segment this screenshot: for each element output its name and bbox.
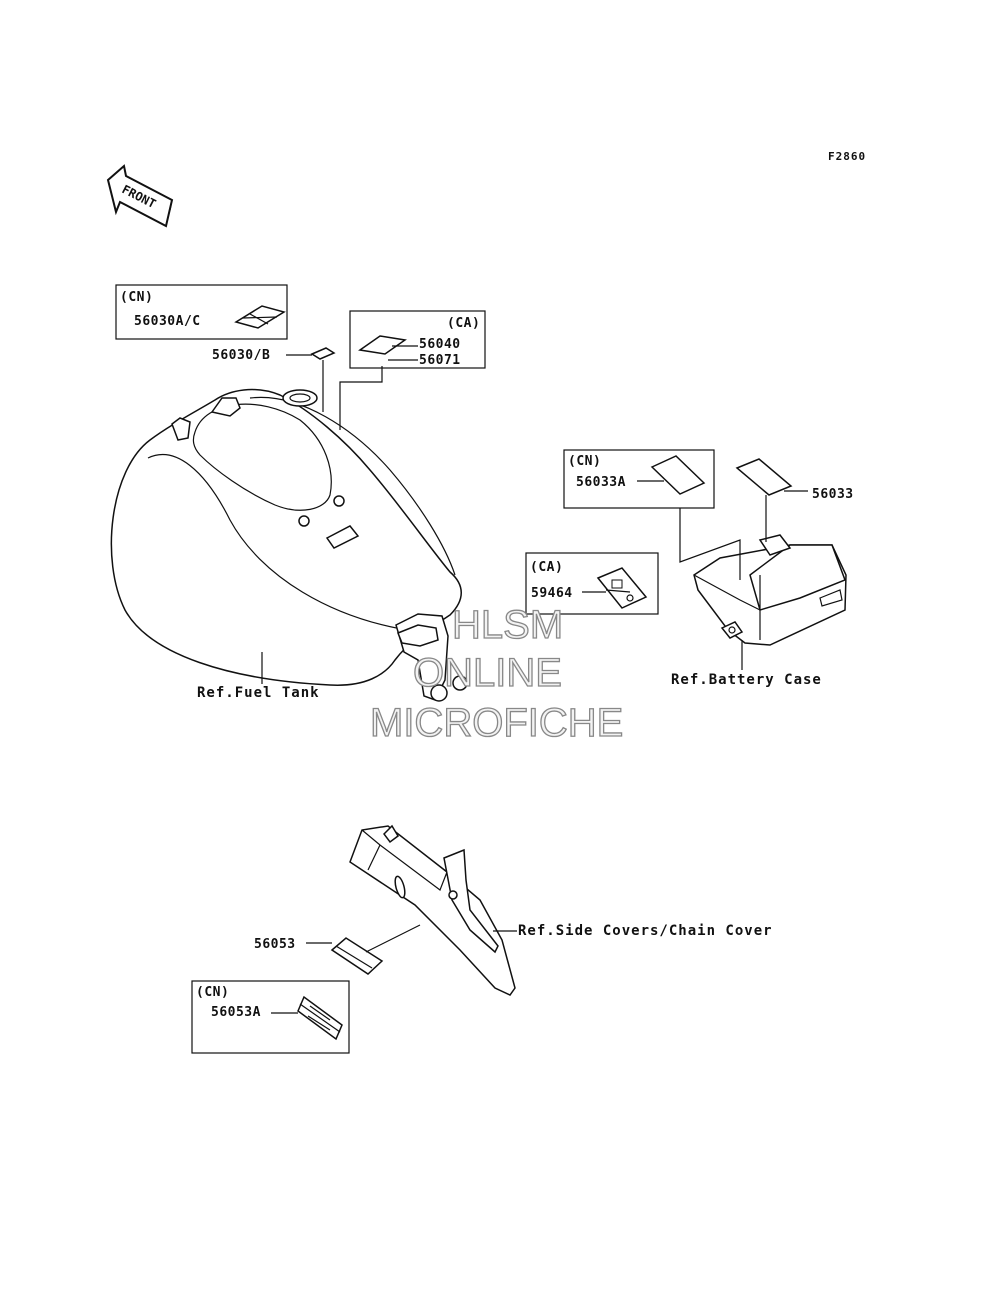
callout-56053a: 56053A: [211, 1005, 261, 1020]
watermark-line3: MICROFICHE: [370, 701, 623, 745]
group-tag-battery-ca: (CA): [530, 560, 563, 575]
decal-56030b-icon: [310, 347, 336, 360]
fuel-tank-illustration: [110, 388, 468, 702]
watermark-line2: ONLINE: [413, 651, 562, 695]
group-box-tank-ca: [349, 310, 486, 369]
group-tag-tank-cn: (CN): [120, 290, 153, 305]
callout-56033: 56033: [812, 487, 854, 502]
callout-56053: 56053: [254, 937, 296, 952]
group-box-battery-cn: [563, 449, 715, 509]
decal-56033-icon: [735, 458, 793, 496]
group-box-tank-cn: [115, 284, 288, 340]
callout-56030ac: 56030A/C: [134, 314, 201, 329]
watermark-line1: HLSM: [452, 603, 563, 647]
front-direction-arrow-icon: FRONT: [106, 164, 174, 228]
battery-case-illustration: [693, 534, 847, 646]
decal-56033a-icon: [650, 455, 706, 495]
callout-56030b: 56030/B: [212, 348, 270, 363]
ref-battery-case: Ref.Battery Case: [671, 672, 822, 688]
decal-59464-icon: [596, 567, 648, 609]
callout-56033a: 56033A: [576, 475, 626, 490]
callout-56040: 56040: [419, 337, 461, 352]
figure-code: F2860: [828, 150, 866, 163]
decal-56053-icon: [330, 937, 384, 975]
watermark: HLSM ONLINE MICROFICHE: [369, 602, 624, 745]
group-box-cover-cn: [191, 980, 350, 1054]
group-tag-cover-cn: (CN): [196, 985, 229, 1000]
decal-56030ac-icon: [234, 305, 286, 329]
side-cover-illustration: [349, 824, 516, 996]
group-box-battery-ca: [525, 552, 659, 615]
decal-56040-icon: [358, 335, 407, 355]
ref-side-covers: Ref.Side Covers/Chain Cover: [518, 923, 773, 939]
group-tag-tank-ca: (CA): [447, 316, 480, 331]
decal-56053a-icon: [297, 995, 343, 1041]
group-tag-battery-cn: (CN): [568, 454, 601, 469]
callout-56071: 56071: [419, 353, 461, 368]
ref-fuel-tank: Ref.Fuel Tank: [197, 685, 320, 701]
callout-59464: 59464: [531, 586, 573, 601]
